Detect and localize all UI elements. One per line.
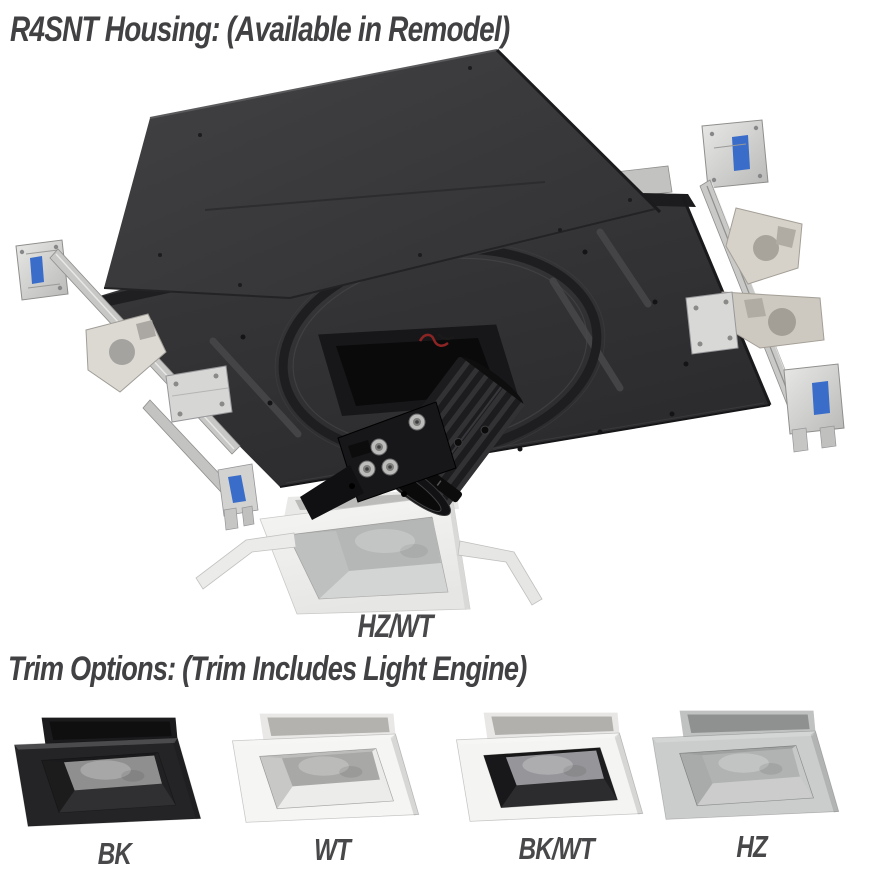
blue-tab — [30, 256, 44, 284]
hanger-bars-left — [15, 239, 259, 531]
trim-reflector — [336, 519, 441, 571]
trim-swatch-haze — [646, 699, 851, 830]
trim-option-wt: WT — [226, 702, 438, 867]
bar-foot — [217, 463, 259, 531]
box-screws — [158, 66, 632, 287]
blue-tab — [732, 135, 750, 171]
spring-arm-left — [195, 532, 297, 590]
butterfly-bracket — [725, 207, 803, 285]
trim-option-hz: HZ — [646, 699, 858, 864]
installed-trim-label: HZ/WT — [357, 608, 433, 644]
trim-option-label: BK/WT — [518, 831, 594, 866]
page-title-text: R4SNT Housing: (Available in Remodel) — [10, 10, 510, 49]
spring-arm-right — [457, 540, 543, 606]
bar-foot — [783, 363, 845, 453]
page-title: R4SNT Housing: (Available in Remodel) — [10, 10, 634, 50]
bracket-screws — [349, 413, 426, 497]
hanger-bars-right — [685, 119, 845, 453]
trim-options-heading-text: Trim Options: (Trim Includes Light Engin… — [8, 650, 527, 688]
junction-box — [103, 48, 662, 299]
trim-option-label: WT — [313, 832, 351, 867]
butterfly-bracket — [85, 313, 167, 393]
trim-swatch-black-white — [450, 701, 655, 832]
pan-bracket-plate — [165, 365, 233, 423]
nail-plate — [15, 239, 69, 301]
red-wire — [418, 333, 449, 347]
black-wire — [437, 333, 455, 340]
square-trim-installed — [195, 489, 543, 615]
trim-swatch-black — [8, 706, 213, 837]
blue-tab — [228, 475, 246, 503]
aiming-bracket — [300, 401, 457, 520]
trim-option-bkwt: BK/WT — [450, 701, 662, 866]
trim-option-label: BK — [97, 836, 131, 871]
nail-plate — [701, 119, 769, 189]
trim-swatch-white — [226, 702, 431, 833]
trim-option-label: HZ — [736, 829, 768, 864]
trim-options-heading: Trim Options: (Trim Includes Light Engin… — [8, 650, 656, 689]
pan-bracket-plate — [685, 291, 739, 355]
blue-tab — [812, 381, 830, 415]
trim-option-bk: BK — [8, 706, 220, 871]
led-light-engine — [300, 356, 526, 520]
housing-illustration — [15, 48, 845, 615]
